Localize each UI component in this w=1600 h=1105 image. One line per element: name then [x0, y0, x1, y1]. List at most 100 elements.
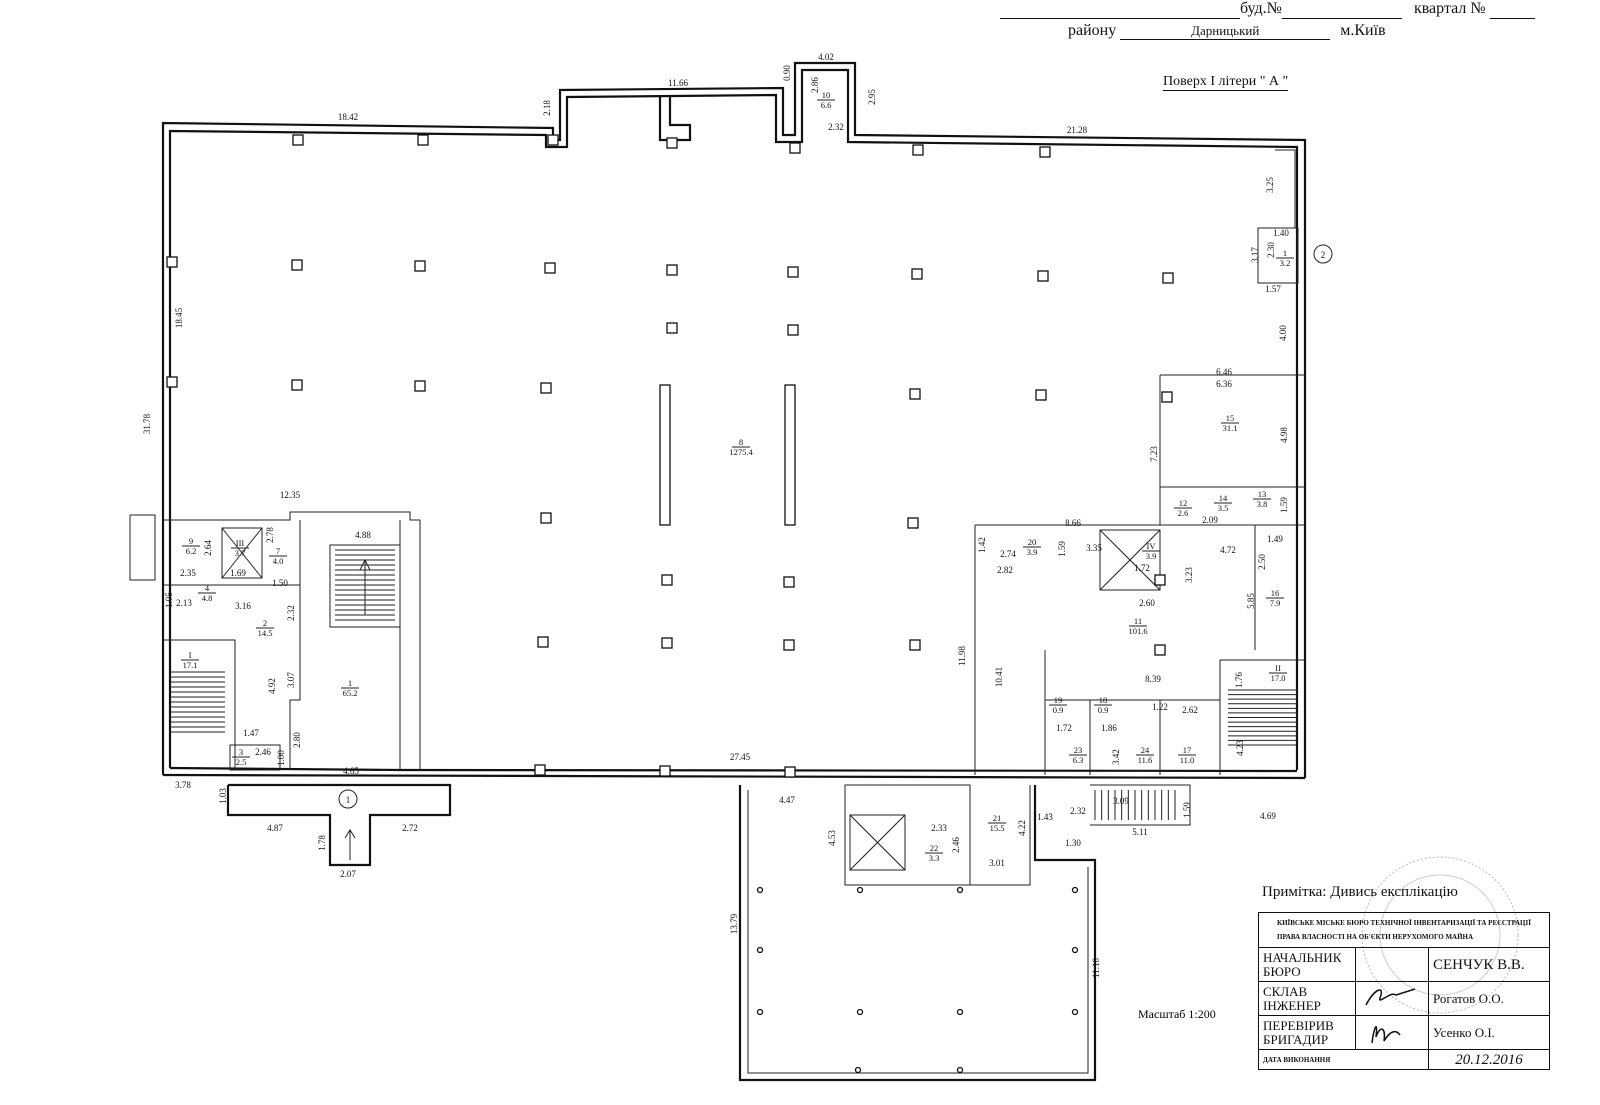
room-label: 236.3 [1069, 745, 1087, 765]
dimension-label: 1.59 [1057, 541, 1067, 557]
column [659, 765, 671, 777]
dimension-label: 3.78 [175, 780, 191, 790]
person-name: СЕНЧУК В.В. [1428, 947, 1550, 982]
dimension-label: 3.01 [989, 858, 1005, 868]
dimension-label: 4.53 [827, 830, 837, 846]
dimension-label: 2.46 [255, 747, 271, 757]
dimension-label: 4.98 [1279, 427, 1289, 443]
dimension-label: 2.82 [997, 565, 1013, 575]
dimension-label: 2.78 [265, 527, 275, 543]
column [291, 379, 303, 391]
room-number: 1 [348, 678, 352, 688]
column [1154, 644, 1166, 656]
dimension-label: 1.47 [243, 728, 259, 738]
dimension-label: 1.03 [218, 788, 228, 804]
dimension-label: 18.45 [174, 307, 184, 328]
dimension-label: 11.98 [957, 646, 967, 666]
room-number: 20 [1028, 537, 1037, 547]
column [666, 322, 678, 334]
room-label: 203.9 [1023, 537, 1041, 557]
dimension-label: 1.86 [1101, 723, 1117, 733]
stairs [170, 549, 1298, 820]
city-label: м.Київ [1340, 22, 1386, 39]
room-area: 4.0 [273, 556, 284, 566]
dimension-label: 3.07 [286, 672, 296, 688]
dimension-label: 6.46 [1216, 367, 1232, 377]
column-wall [659, 384, 671, 526]
post [856, 1008, 864, 1016]
dimension-label: 2.30 [1266, 242, 1276, 258]
column [909, 388, 921, 400]
room-area: 17.1 [183, 660, 198, 670]
column [414, 380, 426, 392]
room-area: 31.1 [1223, 423, 1238, 433]
column [1161, 391, 1173, 403]
room-area: 3.9 [1027, 547, 1038, 557]
dimension-label: 4.47 [779, 795, 795, 805]
dimension-label: 0.90 [782, 65, 792, 81]
room-area: 11.6 [1138, 755, 1153, 765]
dimension-label: 8.39 [1145, 674, 1161, 684]
dimension-label: 5.85 [1246, 593, 1256, 609]
left-block [129, 511, 452, 867]
signature [1355, 1015, 1429, 1050]
room-number: 24 [1141, 745, 1150, 755]
date-label: ДАТА ВИКОНАННЯ [1258, 1049, 1429, 1070]
post [854, 1066, 862, 1074]
outer-walls [161, 61, 1307, 780]
entrance-number: 1 [346, 795, 351, 805]
floor-title: Поверх I літери " А " [1163, 74, 1289, 91]
dimension-label: 3.23 [1184, 567, 1194, 583]
room-label: 223.3 [925, 843, 943, 863]
post [1071, 946, 1079, 954]
dimension-label: 4.22 [1017, 820, 1027, 836]
dimension-label: 4.69 [1260, 811, 1276, 821]
dimension-label: 11.10 [1091, 958, 1101, 978]
dimension-label: 1.30 [1065, 838, 1081, 848]
room-number: 16 [1271, 588, 1280, 598]
room-number: 15 [1226, 413, 1235, 423]
column [661, 574, 673, 586]
role: ПЕРЕВІРИВ БРИГАДИР [1258, 1015, 1356, 1050]
room-label: 122.6 [1174, 498, 1192, 518]
room-number: II [1275, 663, 1281, 673]
person-name: Рогатов О.О. [1428, 981, 1550, 1016]
room-label: 214.5 [256, 618, 274, 638]
room-number: 14 [1219, 493, 1228, 503]
dimension-label: 3.16 [235, 601, 251, 611]
column [666, 137, 678, 149]
dimension-label: 2.62 [1182, 705, 1198, 715]
dimension-label: 1.78 [317, 835, 327, 851]
dimension-label: 2.60 [1139, 598, 1155, 608]
room-label: 96.2 [182, 536, 200, 556]
column [1037, 270, 1049, 282]
room-area: 3.3 [929, 853, 940, 863]
column [789, 142, 801, 154]
room-number: 23 [1074, 745, 1083, 755]
room-number: 2 [263, 618, 267, 628]
room-area: 17.0 [1271, 673, 1286, 683]
dimension-label: 6.36 [1216, 379, 1232, 389]
room-area: 2.6 [1178, 508, 1189, 518]
dimension-label: 1.49 [1267, 534, 1283, 544]
room-number: I [189, 650, 192, 660]
role: СКЛАВ ІНЖЕНЕР [1258, 981, 1356, 1016]
column [414, 260, 426, 272]
dimension-label: 27.45 [730, 752, 751, 762]
dimension-label: 1.40 [1273, 228, 1289, 238]
dimension-label: 2.18 [542, 100, 552, 116]
room-label: I17.1 [181, 650, 199, 670]
district-value: Дарницький [1120, 23, 1331, 40]
room-label: 13.2 [1276, 248, 1294, 268]
room-label: 133.8 [1253, 489, 1271, 509]
dimension-label: 2.32 [1070, 806, 1086, 816]
room-number: 17 [1183, 745, 1192, 755]
dimension-label: 8.66 [1065, 518, 1081, 528]
dimension-label: 2.32 [828, 122, 844, 132]
dimension-label: 1.59 [1279, 497, 1289, 513]
